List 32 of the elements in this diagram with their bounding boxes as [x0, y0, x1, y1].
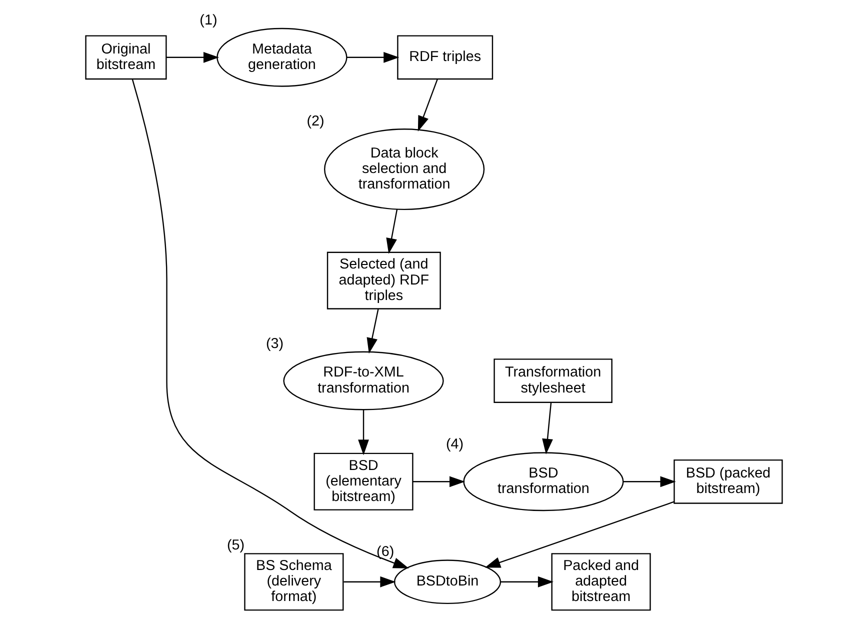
- arrow: [166, 52, 220, 63]
- arrow: [418, 78, 438, 132]
- node-box: BSD (packed bitstream): [674, 459, 783, 504]
- node-label: (6): [376, 544, 394, 560]
- node-ellipse: Data block selection and transformation: [324, 128, 485, 210]
- arrow: [386, 209, 398, 254]
- node-box: BSD (elementary bitstream): [314, 452, 414, 510]
- node-box: Packed and adapted bitstream: [551, 553, 651, 611]
- arrow: [623, 476, 676, 488]
- node-label: (1): [200, 12, 218, 28]
- arrow: [346, 52, 400, 63]
- node-box: BS Schema (delivery format): [244, 553, 344, 611]
- node-ellipse: RDF-to-XML transformation: [283, 351, 444, 410]
- arrow: [542, 402, 553, 454]
- node-label: (4): [446, 436, 464, 453]
- arrow: [344, 576, 396, 588]
- node-ellipse: Metadata generation: [216, 28, 348, 87]
- arrow: [412, 476, 466, 488]
- node-label: (3): [266, 336, 284, 352]
- node-ellipse: BSDtoBin: [394, 560, 502, 604]
- node-label: (5): [226, 538, 245, 554]
- arrow: [132, 78, 409, 568]
- node-box: Transformation stylesheet: [494, 358, 612, 403]
- node-label: (2): [306, 113, 324, 130]
- node-box: Original bitstream: [85, 35, 167, 80]
- node-box: Selected (and adapted) RDF triples: [326, 252, 441, 310]
- arrow: [366, 308, 379, 354]
- arrow: [358, 410, 369, 456]
- node-ellipse: BSD transformation: [463, 452, 624, 512]
- arrow: [500, 576, 554, 588]
- node-box: RDF triples: [397, 35, 494, 80]
- arrow: [484, 501, 674, 568]
